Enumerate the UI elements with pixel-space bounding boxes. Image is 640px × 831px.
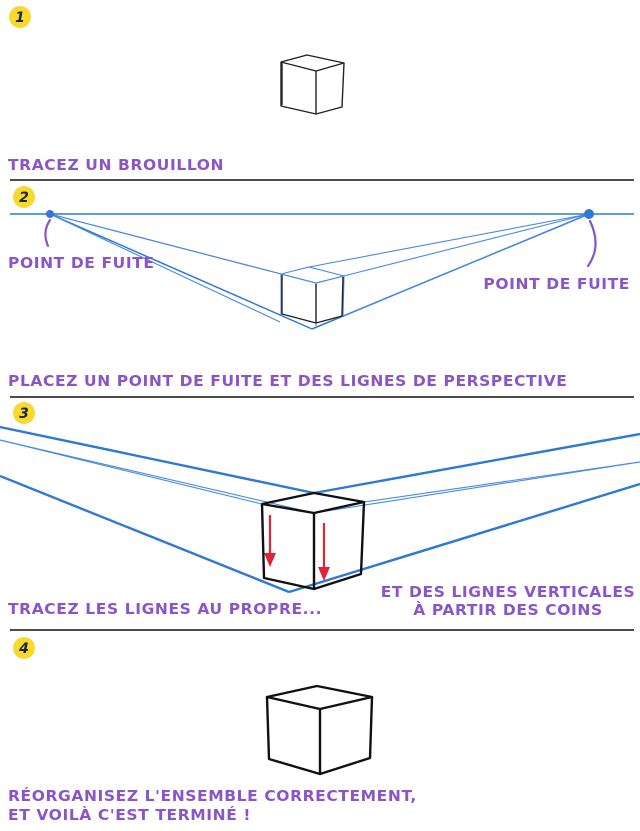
step-2: 2 POINT DE FUITE POINT (8, 186, 634, 398)
down-arrow-left (264, 515, 276, 567)
step-1: 1 TRACEZ UN BROUILLON (8, 6, 634, 181)
right-callout-line (586, 219, 597, 268)
rough-cube-sketch (280, 54, 345, 115)
right-perspective-lines (308, 213, 590, 330)
step-4-caption-line1: RÉORGANISEZ L'ENSEMBLE CORRECTEMENT, (8, 786, 417, 805)
step-3-badge (13, 402, 35, 424)
step-3-caption-verticals-line2: À PARTIR DES COINS (413, 600, 603, 619)
left-perspective-lines (49, 213, 317, 330)
step-2-badge (13, 186, 35, 208)
right-vanishing-point (584, 209, 594, 219)
left-callout-line (44, 218, 52, 248)
down-arrow-right (318, 523, 330, 581)
left-vanishing-point (46, 210, 54, 218)
step-1-caption: TRACEZ UN BROUILLON (8, 156, 224, 174)
step-2-number: 2 (19, 190, 29, 206)
step-2-cube (280, 266, 345, 326)
step-4-badge (13, 637, 35, 659)
step-3-number: 3 (19, 406, 29, 422)
step-4-caption-line2: ET VOILÀ C'EST TERMINÉ ! (8, 805, 251, 824)
step-4: 4 RÉORGANISEZ L'ENSEMBLE CORRECTEMENT, E… (8, 637, 417, 824)
final-cube (265, 684, 374, 776)
step-3-caption-verticals-line1: ET DES LIGNES VERTICALES (381, 583, 636, 601)
step-4-number: 4 (18, 641, 29, 657)
step-1-number: 1 (15, 10, 25, 26)
step-3: 3 TRACEZ LES LIGNES AU PROPRE... ET DES … (0, 402, 640, 631)
left-vanishing-label: POINT DE FUITE (8, 254, 155, 272)
step-3-perspective-lines (0, 425, 640, 594)
step-3-caption: TRACEZ LES LIGNES AU PROPRE... (8, 600, 322, 618)
step-2-caption: PLACEZ UN POINT DE FUITE ET DES LIGNES D… (8, 372, 567, 390)
step-1-badge (9, 6, 31, 28)
right-vanishing-label: POINT DE FUITE (483, 275, 630, 293)
step-3-inked-cube (260, 491, 366, 591)
